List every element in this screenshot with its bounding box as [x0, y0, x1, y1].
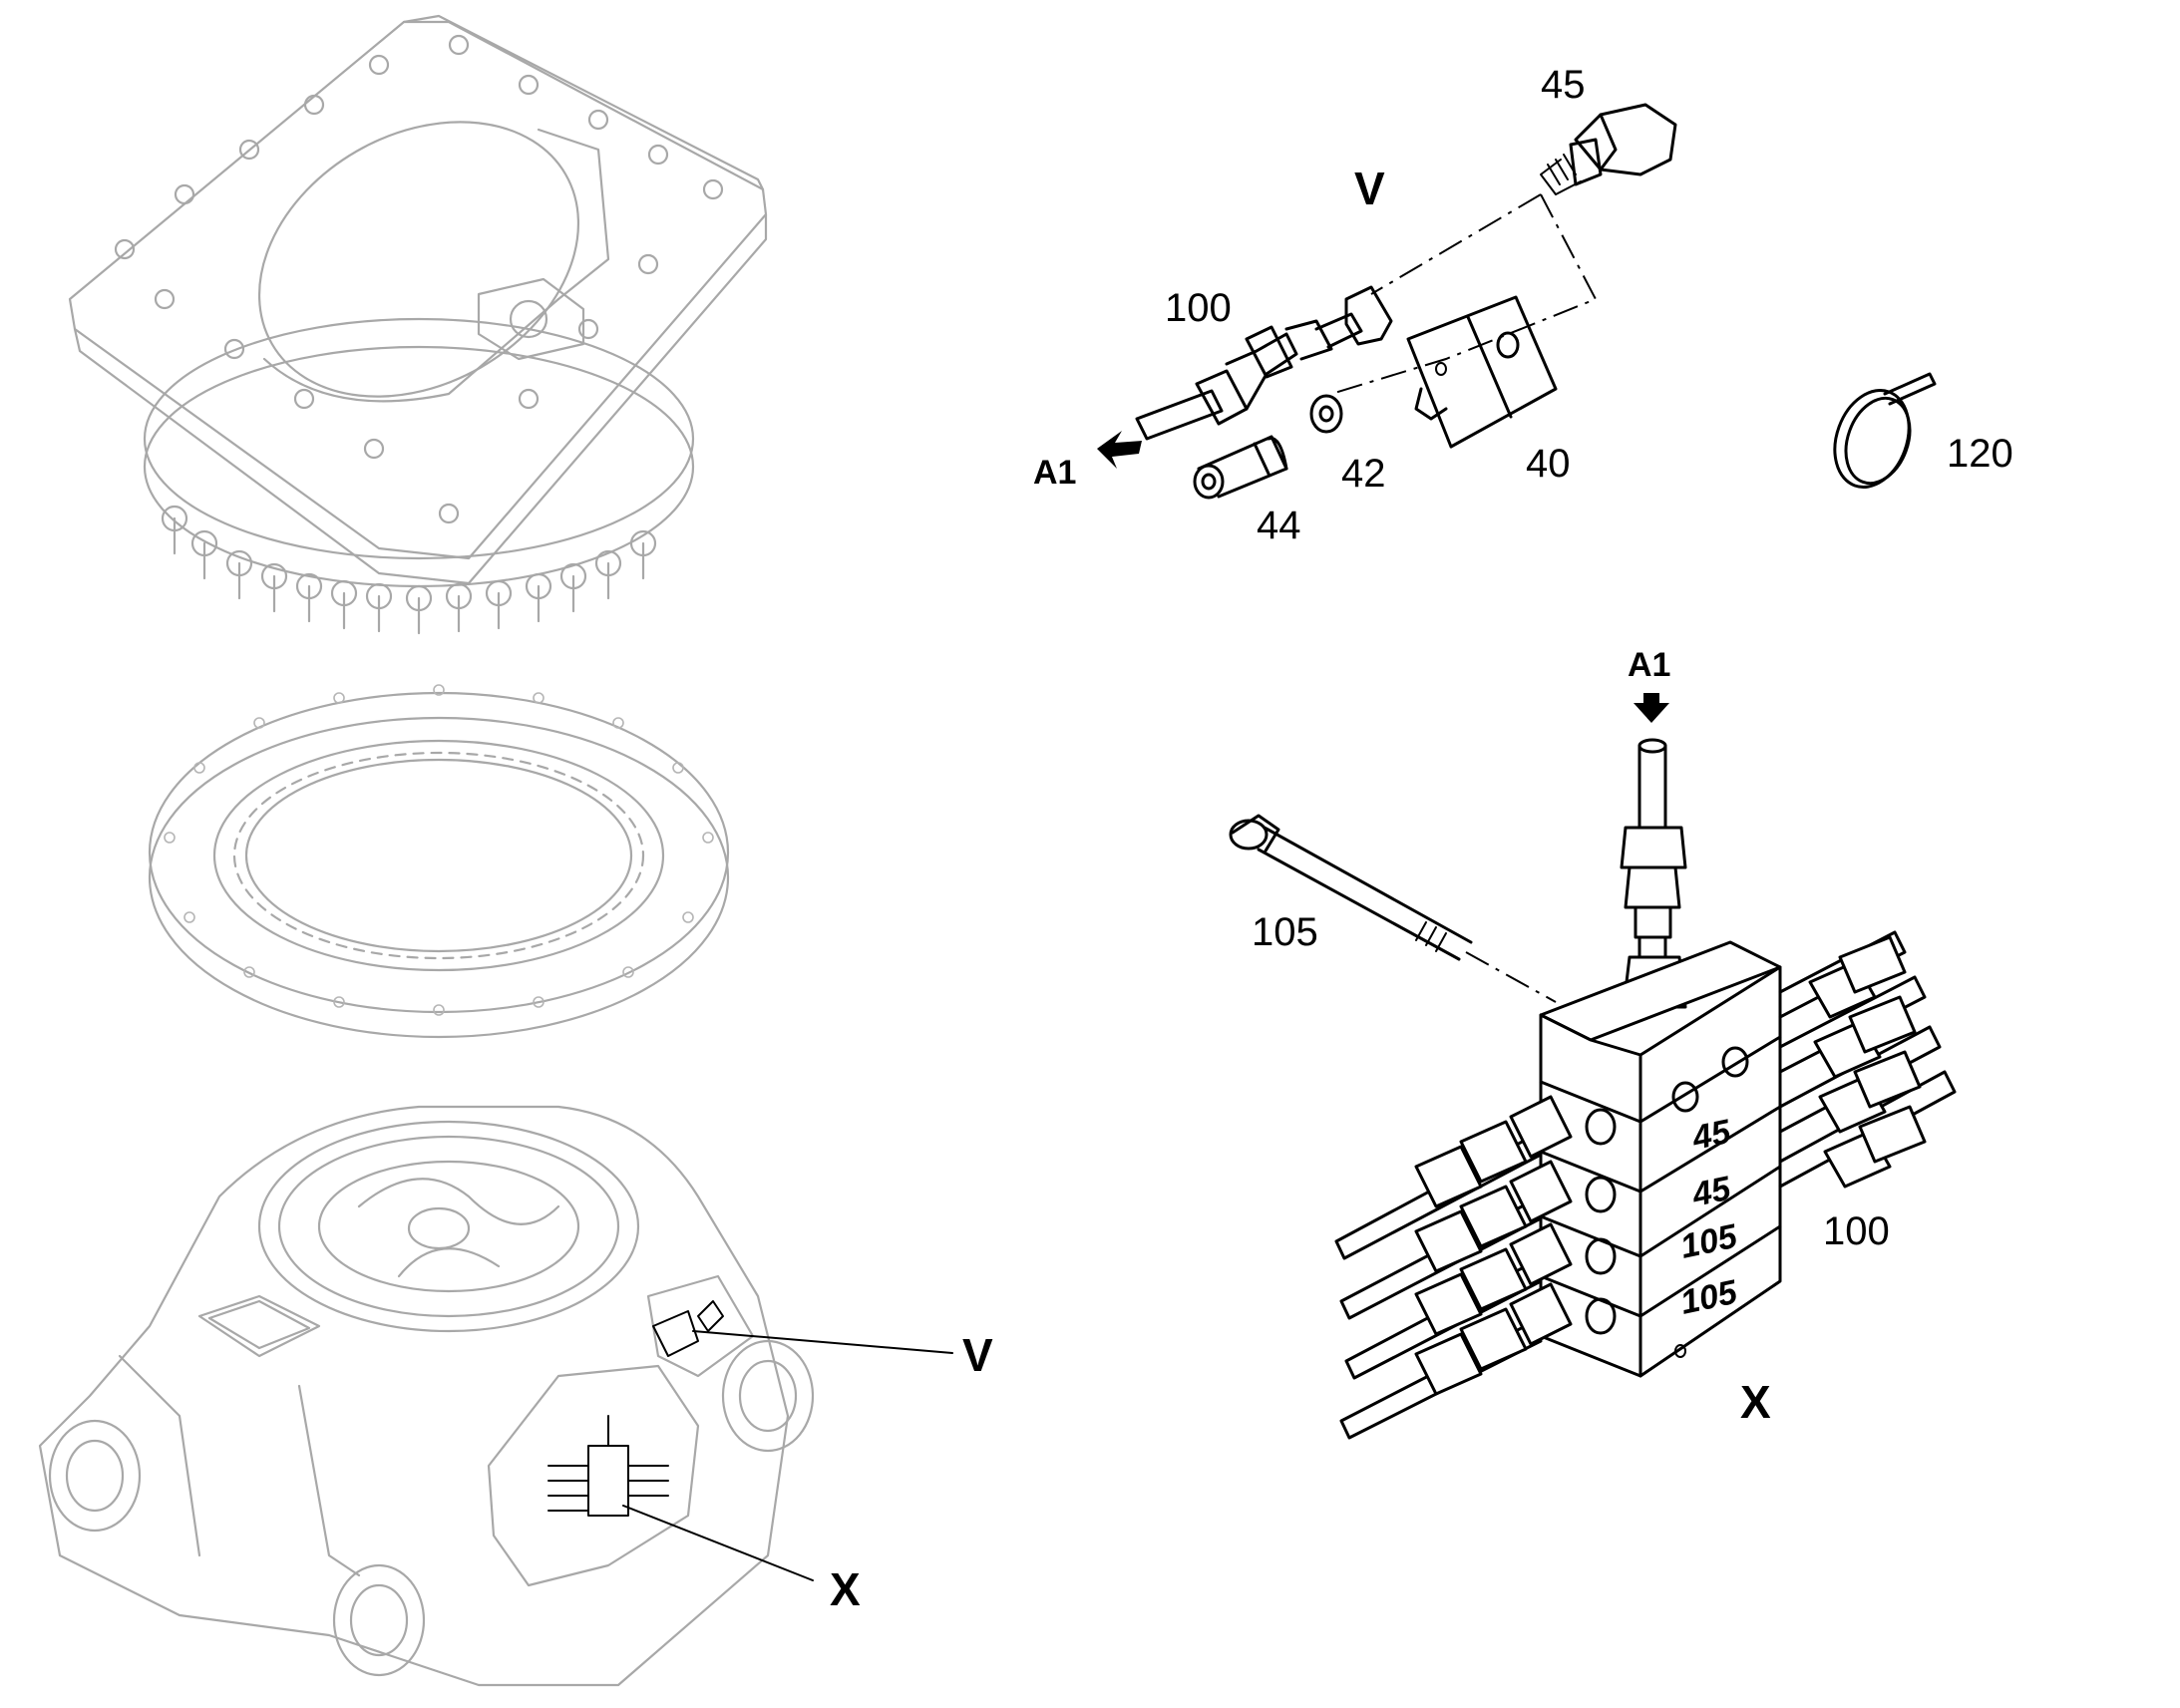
top-plate [68, 14, 768, 585]
callout-100-x: 100 [1823, 1209, 1890, 1253]
turntable-assembly: V X [38, 14, 993, 1687]
a1-arrow-v [1097, 431, 1142, 469]
detail-view-v: V 45 100 A1 [1033, 63, 2013, 547]
supply-tube [1620, 738, 1687, 1009]
callout-120: 120 [1947, 432, 2013, 476]
part-40-block [1406, 295, 1558, 449]
view-x-title: X [1740, 1376, 1771, 1428]
callout-44: 44 [1257, 504, 1301, 547]
cutaway-zone-x [487, 1364, 700, 1587]
block-label-1: 45 [1688, 1113, 1735, 1158]
callout-40: 40 [1526, 442, 1571, 486]
part-120-cable-tie [1833, 372, 1937, 489]
view-v-title: V [1354, 163, 1385, 214]
callout-105: 105 [1252, 910, 1318, 954]
a1-arrow-x [1634, 693, 1669, 723]
pointer-x-label: X [830, 1563, 861, 1615]
chassis [38, 1105, 815, 1687]
centerline-105 [1465, 951, 1557, 1003]
callout-45: 45 [1541, 63, 1586, 107]
bolt-ring [143, 317, 695, 635]
leader-v [692, 1330, 953, 1354]
part-100-fitting [1135, 285, 1393, 441]
part-105-bolt [1229, 814, 1473, 961]
leader-x [622, 1505, 814, 1581]
callout-42: 42 [1341, 452, 1386, 496]
detail-view-x: A1 105 [1229, 646, 1957, 1440]
cutaway-zone-v [646, 1274, 755, 1378]
part-45-grease-nipple [1540, 103, 1677, 195]
centerline-45 [1370, 193, 1542, 295]
block-label-2: 45 [1688, 1170, 1735, 1214]
outlet-fittings-left [1334, 1095, 1573, 1440]
part-44-screw [1193, 435, 1288, 500]
distributor-block [1539, 940, 1782, 1378]
part-42-washer [1309, 394, 1343, 434]
pointer-v-label: V [962, 1329, 993, 1381]
gear-ring [148, 684, 730, 1039]
centerline-40 [1330, 193, 1598, 395]
a1-label-x: A1 [1628, 646, 1670, 684]
a1-label-v: A1 [1033, 454, 1076, 492]
mini-distributor-block [547, 1415, 669, 1517]
callout-100: 100 [1165, 286, 1232, 330]
outlet-fittings-right [1778, 930, 1957, 1189]
